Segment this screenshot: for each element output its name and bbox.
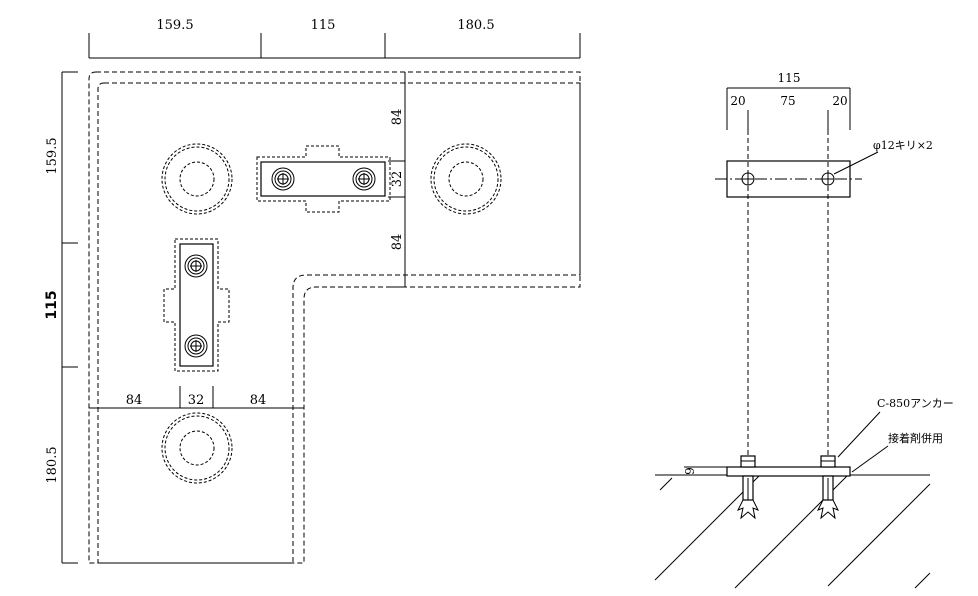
detail-dim-seg3: 20 bbox=[832, 94, 847, 108]
right-dimension: 84 32 84 bbox=[388, 72, 406, 288]
bracket-plate-horizontal bbox=[256, 145, 391, 213]
adhesive-leader bbox=[851, 445, 889, 473]
left-dimension: 159.5 115 180.5 bbox=[44, 71, 78, 564]
anchor-note: C-850アンカー bbox=[877, 397, 954, 410]
bolt-h-left bbox=[271, 167, 295, 191]
detail-dimension: 115 20 75 20 bbox=[726, 71, 851, 130]
dim-left-3: 180.5 bbox=[45, 446, 60, 483]
thickness-dimension: 9 bbox=[683, 466, 727, 476]
plan-view: 159.5 115 180.5 159.5 115 180.5 84 32 84 bbox=[44, 18, 581, 564]
anchor-right bbox=[816, 455, 840, 520]
anchor-circle-topleft bbox=[161, 143, 233, 215]
dim-top-3: 180.5 bbox=[457, 18, 494, 33]
adhesive-note: 接着剤併用 bbox=[888, 431, 943, 445]
dim-right-1: 84 bbox=[390, 109, 405, 126]
detail-dim-seg2: 75 bbox=[780, 94, 795, 108]
thickness-label: 9 bbox=[683, 467, 697, 475]
hole-leader bbox=[833, 151, 879, 175]
dim-top-2: 115 bbox=[311, 18, 336, 33]
inner-outline bbox=[97, 82, 581, 564]
top-dimension: 159.5 115 180.5 bbox=[88, 18, 581, 59]
anchor-leader bbox=[837, 411, 881, 458]
ground-section bbox=[654, 474, 931, 589]
dim-bottom-2: 32 bbox=[188, 393, 205, 408]
dim-right-2: 32 bbox=[390, 171, 405, 188]
anchor-circle-topright bbox=[430, 143, 502, 215]
dim-left-2: 115 bbox=[44, 290, 60, 319]
anchor-circle-bottom bbox=[161, 412, 233, 484]
bolt-v-top bbox=[184, 254, 208, 278]
dim-right-3: 84 bbox=[390, 234, 405, 251]
dim-left-1: 159.5 bbox=[45, 137, 60, 174]
bracket-plate-vertical bbox=[163, 238, 230, 372]
outer-outline bbox=[88, 71, 581, 564]
dim-top-1: 159.5 bbox=[156, 18, 193, 33]
bolt-h-right bbox=[352, 167, 376, 191]
detail-dim-total: 115 bbox=[778, 71, 801, 85]
hole-note: φ12キリ×2 bbox=[873, 139, 933, 152]
dim-bottom-1: 84 bbox=[126, 393, 143, 408]
anchor-left bbox=[736, 455, 760, 520]
bolt-v-bottom bbox=[184, 334, 208, 358]
detail-view: 115 20 75 20 φ12キリ×2 bbox=[654, 71, 954, 589]
bottom-dimension: 84 32 84 bbox=[89, 386, 304, 409]
dim-bottom-3: 84 bbox=[250, 393, 267, 408]
section-plate bbox=[726, 466, 851, 477]
detail-dim-seg1: 20 bbox=[730, 94, 745, 108]
